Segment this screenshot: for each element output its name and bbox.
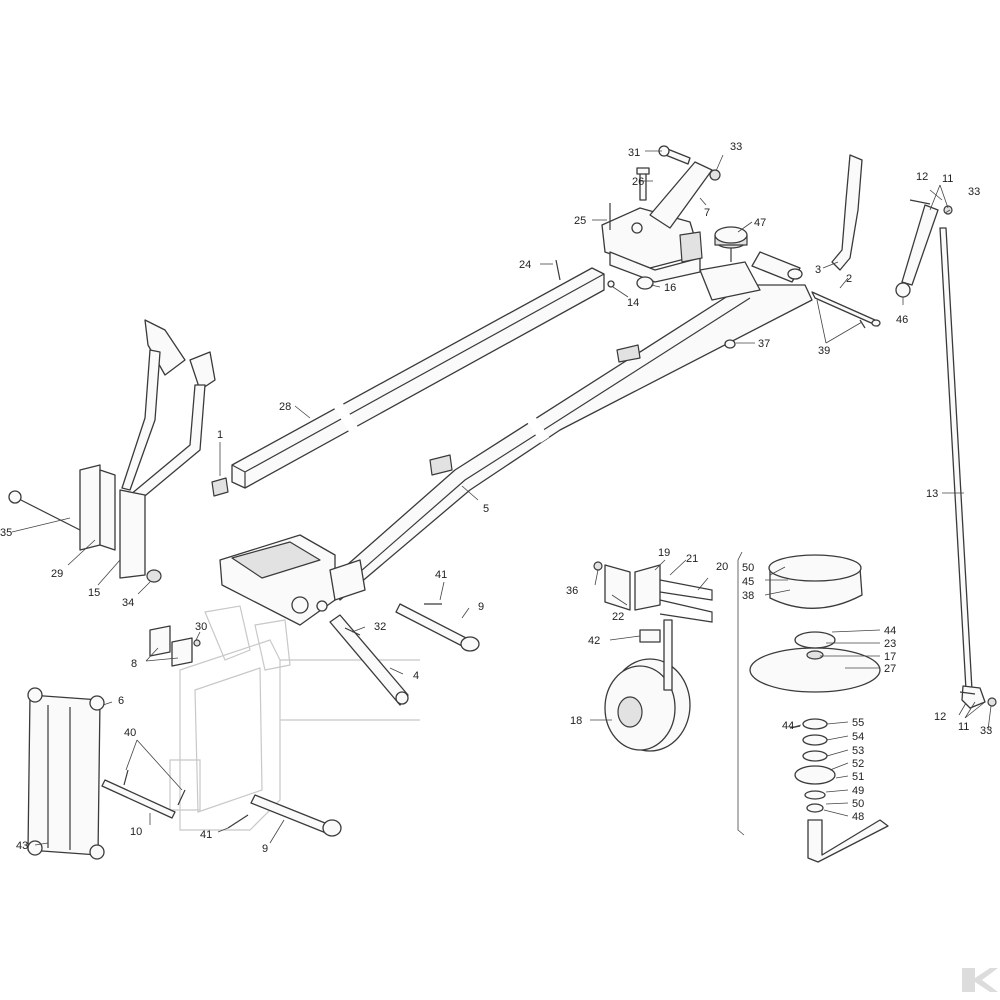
callout-39: 39 <box>818 345 830 357</box>
turnbuckle-and-rod <box>895 199 997 709</box>
callout-44-top: 44 <box>884 625 896 637</box>
callout-9-bottom: 9 <box>262 843 268 855</box>
callout-37: 37 <box>758 338 770 350</box>
callout-25: 25 <box>574 215 586 227</box>
callout-1: 1 <box>217 429 223 441</box>
callout-6: 6 <box>118 695 124 707</box>
callout-50-bottom: 50 <box>852 798 864 810</box>
bracket-plate <box>811 154 881 329</box>
callout-45: 45 <box>742 576 754 588</box>
fasteners <box>555 145 748 349</box>
callout-51: 51 <box>852 771 864 783</box>
callout-22: 22 <box>612 611 624 623</box>
callout-33-right: 33 <box>968 186 980 198</box>
callout-11-bottom: 11 <box>958 721 969 733</box>
callout-11-top: 11 <box>942 173 953 185</box>
callout-36: 36 <box>566 585 578 597</box>
callout-29: 29 <box>51 568 63 580</box>
callout-40: 40 <box>124 727 136 739</box>
callout-33-top: 33 <box>730 141 742 153</box>
callout-55: 55 <box>852 717 864 729</box>
callout-12-bottom: 12 <box>934 711 946 723</box>
callout-leaders <box>11 150 992 846</box>
small-brackets <box>149 625 201 667</box>
callout-53: 53 <box>852 745 864 757</box>
callout-28: 28 <box>279 401 291 413</box>
pins-lower <box>101 769 342 837</box>
callout-48: 48 <box>852 811 864 823</box>
callout-24: 24 <box>519 259 531 271</box>
callout-43: 43 <box>16 840 28 852</box>
callout-18: 18 <box>570 715 582 727</box>
callout-4: 4 <box>413 670 419 682</box>
callout-30: 30 <box>195 621 207 633</box>
callout-44-bottom: 44 <box>782 720 794 732</box>
callout-50-top: 50 <box>742 562 754 574</box>
callout-labels: 31 33 26 7 25 47 24 16 14 3 2 39 37 12 1… <box>0 141 992 855</box>
callout-33-bottom: 33 <box>980 725 992 737</box>
callout-27: 27 <box>884 663 896 675</box>
callout-16: 16 <box>664 282 676 294</box>
callout-5: 5 <box>483 503 489 515</box>
callout-31: 31 <box>628 147 640 159</box>
square-tube <box>231 267 605 489</box>
callout-13: 13 <box>926 488 938 500</box>
callout-7: 7 <box>704 207 710 219</box>
callout-42: 42 <box>588 635 600 647</box>
callout-12-top: 12 <box>916 171 928 183</box>
caster-wheel-assembly <box>593 561 713 752</box>
callout-14: 14 <box>627 297 639 309</box>
callout-54: 54 <box>852 731 864 743</box>
callout-34: 34 <box>122 597 134 609</box>
callout-46: 46 <box>896 314 908 326</box>
callout-41-top: 41 <box>435 569 447 581</box>
callout-49: 49 <box>852 785 864 797</box>
callout-47: 47 <box>754 217 766 229</box>
callout-9-top: 9 <box>478 601 484 613</box>
brand-watermark-logo <box>962 968 998 992</box>
main-drawbar <box>219 251 813 626</box>
disc-hub-stack <box>749 554 889 863</box>
callout-17: 17 <box>884 651 896 663</box>
lever-frame <box>8 319 216 583</box>
callout-32: 32 <box>374 621 386 633</box>
callout-15: 15 <box>88 587 100 599</box>
callout-19: 19 <box>658 547 670 559</box>
tractor-hitch-outline <box>169 605 420 831</box>
callout-10: 10 <box>130 826 142 838</box>
callout-23: 23 <box>884 638 896 650</box>
callout-21: 21 <box>686 553 698 565</box>
link-arm <box>329 603 480 706</box>
callout-26: 26 <box>632 176 644 188</box>
callout-41-bottom: 41 <box>200 829 212 841</box>
cross-bar-frame <box>27 687 105 860</box>
callout-52: 52 <box>852 758 864 770</box>
callout-3: 3 <box>815 264 821 276</box>
callout-38: 38 <box>742 590 754 602</box>
mounting-bracket <box>601 161 713 283</box>
callout-20: 20 <box>716 561 728 573</box>
callout-2: 2 <box>846 273 852 285</box>
callout-35: 35 <box>0 527 12 539</box>
end-cap <box>211 477 229 497</box>
callout-8: 8 <box>131 658 137 670</box>
